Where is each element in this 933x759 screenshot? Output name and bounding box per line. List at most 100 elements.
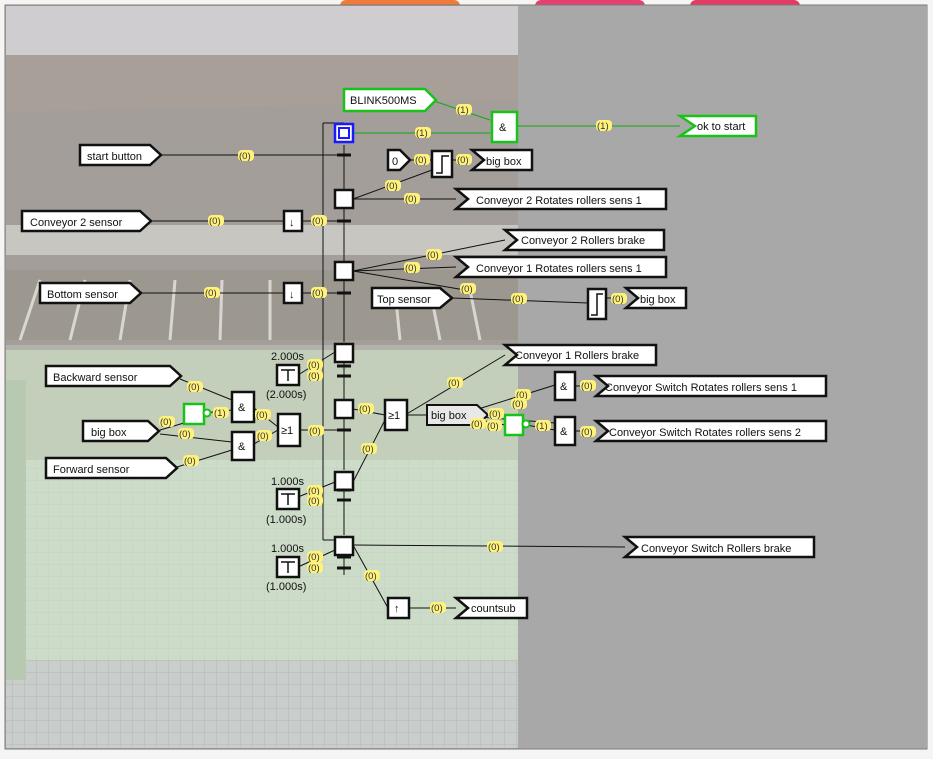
mid-big-box-label: big box: [431, 410, 467, 422]
svg-text:(0): (0): [415, 155, 427, 166]
svg-text:(0): (0): [471, 419, 483, 430]
input-backward-sensor[interactable]: Backward sensor: [44, 364, 183, 388]
signal-value: (0): [430, 602, 446, 614]
output-conv1-rotates[interactable]: Conveyor 1 Rotates rollers sens 1: [452, 255, 668, 279]
input-bottom-sensor[interactable]: Bottom sensor: [38, 281, 143, 305]
output-blocks: ok to start big box Conveyor 2 Rotates r…: [452, 114, 828, 620]
timer-3[interactable]: 1.000s (1.000s): [266, 543, 306, 593]
signal-value: (1): [535, 420, 551, 432]
output-big-box-2[interactable]: big box: [622, 286, 688, 310]
svg-text:(0): (0): [405, 194, 417, 205]
output-conv2-rotates[interactable]: Conveyor 2 Rotates rollers sens 1: [452, 187, 668, 211]
rising-edge-label: ↑: [394, 603, 400, 615]
falling-edge-block-2[interactable]: ↓: [282, 281, 304, 305]
signal-value: (0): [159, 416, 175, 428]
step-7[interactable]: [333, 535, 355, 557]
svg-text:(1): (1): [536, 421, 548, 432]
signal-value-tags: (1) (1) (1) (0) (0) (0) (0) (0) (0) (0) …: [159, 104, 627, 614]
or-gate-2[interactable]: ≥1: [383, 398, 409, 432]
and-gate-ok-label: &: [499, 122, 507, 134]
signal-value: (0): [308, 425, 324, 437]
svg-text:(0): (0): [612, 294, 624, 305]
output-big-box-1[interactable]: big box: [468, 148, 534, 172]
timer-2[interactable]: 1.000s (1.000s): [266, 476, 306, 526]
signal-value: (0): [385, 180, 401, 192]
svg-text:(0): (0): [308, 486, 320, 497]
output-big-box-2-label: big box: [640, 294, 676, 306]
step-3[interactable]: [333, 260, 355, 282]
and-gate-3[interactable]: &: [553, 370, 577, 402]
svg-text:(1): (1): [214, 408, 226, 419]
svg-text:(0): (0): [308, 371, 320, 382]
or-gate-2-label: ≥1: [388, 410, 400, 422]
svg-text:(0): (0): [312, 288, 324, 299]
latch-block-1[interactable]: [430, 149, 454, 179]
timer-2-preset: 1.000s: [271, 476, 305, 488]
svg-text:(0): (0): [512, 399, 524, 410]
signal-value: (0): [178, 428, 194, 440]
output-ok-to-start[interactable]: ok to start: [675, 114, 758, 138]
input-constant-zero[interactable]: 0: [386, 148, 412, 172]
step-4[interactable]: [333, 342, 355, 364]
output-ok-to-start-label: ok to start: [697, 121, 745, 133]
signal-value: (0): [256, 430, 272, 442]
and-gate-1[interactable]: &: [230, 390, 256, 424]
timer-1-preset: 2.000s: [271, 351, 305, 363]
signal-value: (0): [511, 293, 527, 305]
output-switch-brake[interactable]: Conveyor Switch Rollers brake: [621, 535, 816, 559]
step-6[interactable]: [333, 470, 355, 492]
svg-text:(0): (0): [516, 390, 528, 401]
input-start-button[interactable]: start button: [78, 143, 163, 167]
svg-text:(0): (0): [359, 404, 371, 415]
svg-text:(0): (0): [448, 378, 460, 389]
and-gate-4[interactable]: &: [553, 415, 577, 447]
falling-edge-block-1[interactable]: ↓: [282, 209, 304, 233]
input-blocks: BLINK500MS start button Conveyor 2 senso…: [20, 87, 454, 480]
signal-value: (0): [580, 426, 596, 438]
step-5[interactable]: [333, 398, 355, 420]
signal-value: (0): [204, 287, 220, 299]
svg-text:(0): (0): [581, 427, 593, 438]
step-2[interactable]: [333, 188, 355, 210]
signal-value: (0): [404, 193, 420, 205]
svg-text:(0): (0): [512, 294, 524, 305]
input-conveyor2-sensor[interactable]: Conveyor 2 sensor: [20, 209, 153, 233]
input-constant-zero-label: 0: [392, 156, 398, 168]
signal-value: (0): [238, 150, 254, 162]
output-switch-rotates-2[interactable]: Conveyor Switch Rotates rollers sens 2: [592, 419, 828, 443]
and-gate-2[interactable]: &: [230, 430, 256, 462]
input-big-box-label: big box: [91, 427, 127, 439]
input-top-sensor[interactable]: Top sensor: [370, 286, 454, 310]
rising-edge-block[interactable]: ↑: [386, 596, 411, 620]
output-conv2-brake[interactable]: Conveyor 2 Rollers brake: [501, 228, 666, 252]
output-conv1-brake[interactable]: Conveyor 1 Rollers brake: [501, 343, 658, 367]
signal-value: (1): [596, 120, 612, 132]
svg-text:(0): (0): [309, 426, 321, 437]
timer-1[interactable]: 2.000s (2.000s): [266, 351, 306, 401]
svg-text:(0): (0): [209, 216, 221, 227]
output-switch-rotates-1[interactable]: Conveyor Switch Rotates rollers sens 1: [592, 374, 828, 398]
svg-text:(0): (0): [581, 381, 593, 392]
svg-text:(0): (0): [184, 456, 196, 467]
not-gate-green-2[interactable]: [503, 413, 531, 437]
signal-value: (0): [486, 420, 502, 432]
signal-value: (0): [307, 495, 323, 507]
input-big-box[interactable]: big box: [81, 419, 161, 443]
input-forward-sensor[interactable]: Forward sensor: [44, 456, 179, 480]
signal-value: (0): [580, 380, 596, 392]
input-blink500ms[interactable]: BLINK500MS: [342, 87, 438, 113]
timer-1-current: (2.000s): [266, 389, 306, 401]
or-gate-1[interactable]: ≥1: [276, 412, 302, 448]
signal-value: (0): [255, 409, 271, 421]
not-gate-green[interactable]: [182, 402, 212, 426]
latch-block-2[interactable]: [586, 287, 608, 321]
signal-value: (0): [470, 418, 486, 430]
svg-text:(0): (0): [179, 429, 191, 440]
svg-text:(0): (0): [362, 444, 374, 455]
signal-value: (0): [460, 283, 476, 295]
output-countsub[interactable]: countsub: [452, 596, 529, 620]
and-gate-ok-to-start[interactable]: &: [490, 110, 519, 144]
